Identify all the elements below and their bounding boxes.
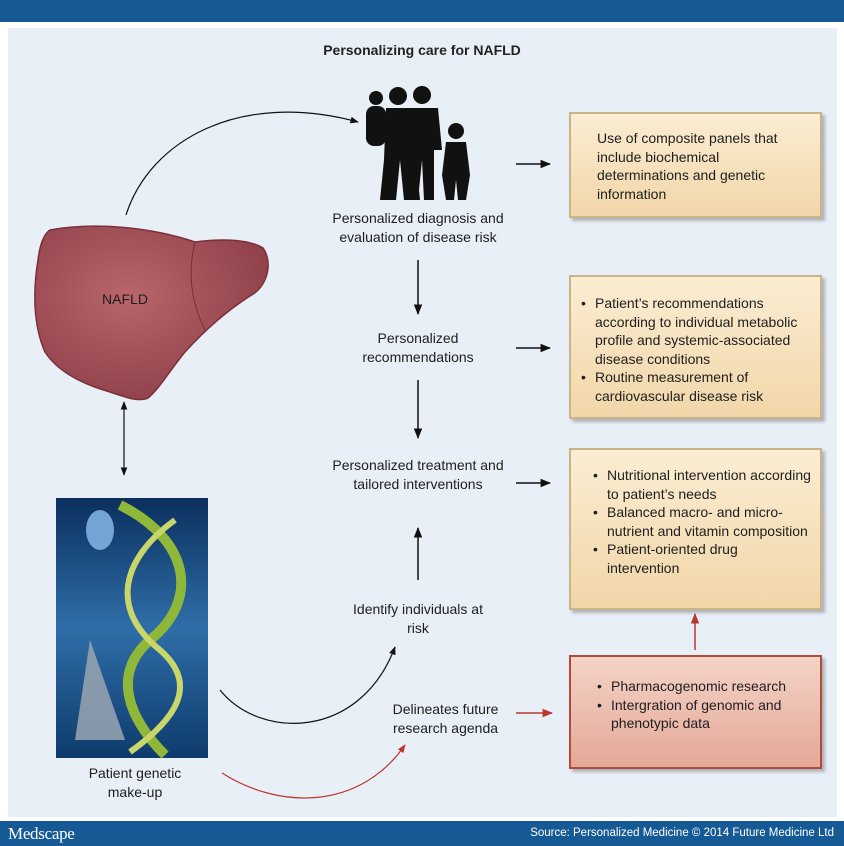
step-treatment: Personalized treatment and tailored inte… bbox=[332, 457, 504, 492]
dna-image bbox=[56, 498, 208, 759]
liver-image bbox=[34, 225, 269, 401]
source-credit: Source: Personalized Medicine © 2014 Fut… bbox=[530, 827, 834, 839]
liver-label: NAFLD bbox=[102, 291, 148, 307]
step-diagnosis: Personalized diagnosis and evaluation of… bbox=[332, 210, 504, 245]
family-silhouette-icon bbox=[366, 86, 470, 200]
recommendations-box: Patient’s recommendations according to i… bbox=[569, 275, 822, 419]
list-item: Patient-oriented drug intervention bbox=[593, 540, 812, 577]
header-bar bbox=[0, 0, 844, 22]
step-research: Delineates future research agenda bbox=[392, 701, 499, 736]
list-item: Nutritional intervention according to pa… bbox=[593, 466, 812, 503]
list-item: Routine measurement of cardiovascular di… bbox=[581, 368, 812, 405]
medscape-logo[interactable]: Medscape bbox=[8, 824, 75, 843]
step-identify: Identify individuals at risk bbox=[353, 601, 483, 636]
genetic-makeup-label: Patient genetic make-up bbox=[88, 765, 182, 800]
list-item: Pharmacogenomic research bbox=[597, 677, 812, 696]
research-box: Pharmacogenomic research Intergration of… bbox=[569, 655, 822, 769]
diagram-title: Personalizing care for NAFLD bbox=[323, 42, 521, 58]
list-item: Intergration of genomic and phenotypic d… bbox=[597, 696, 812, 733]
treatment-box: Nutritional intervention according to pa… bbox=[569, 448, 822, 610]
list-item: Patient’s recommendations according to i… bbox=[581, 294, 812, 368]
list-item: Balanced macro- and micro-nutrient and v… bbox=[593, 503, 812, 540]
footer-bar: Medscape Source: Personalized Medicine ©… bbox=[0, 821, 844, 846]
diagnosis-box: Use of composite panels that include bio… bbox=[569, 112, 822, 218]
step-recommendations: Personalized recommendations bbox=[362, 330, 474, 365]
diagnosis-box-text: Use of composite panels that include bio… bbox=[597, 130, 778, 202]
